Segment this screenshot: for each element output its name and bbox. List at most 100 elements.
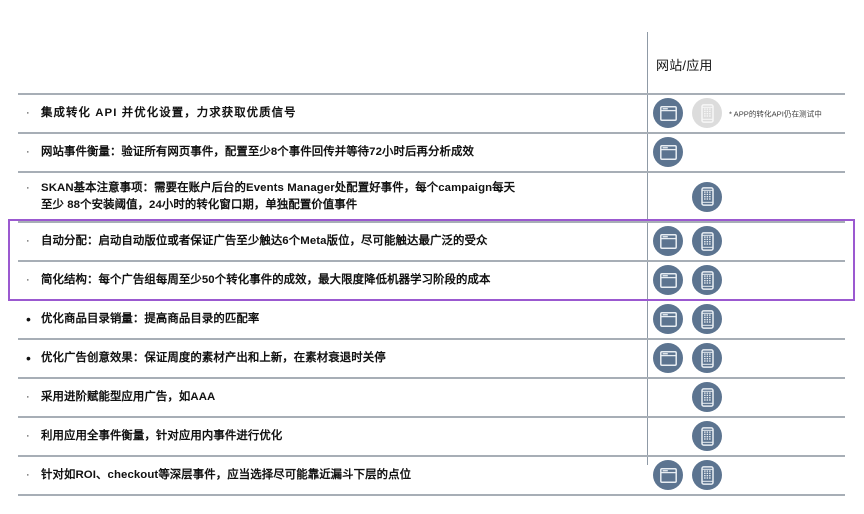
browser-window-icon	[653, 265, 683, 295]
table-row[interactable]: · SKAN基本注意事项：需要在账户后台的Events Manager处配置好事件…	[18, 171, 845, 221]
browser-window-icon	[653, 343, 683, 373]
table-row-inner: · 集成转化 API 并优化设置，力求获取优质信号 * APP的转化API仍在测试中	[18, 95, 845, 132]
app-icon-slot	[689, 134, 726, 171]
recommendation-text-cell: · 简化结构：每个广告组每周至少50个转化事件的成效，最大限度降低机器学习阶段的成…	[18, 265, 647, 296]
table-row-inner: · 网站事件衡量：验证所有网页事件，配置至少8个事件回传并等待72小时后再分析成效	[18, 134, 845, 171]
recommendation-text-line: 至少 88个安装阈值，24小时的转化窗口期，单独配置价值事件	[41, 199, 358, 211]
mobile-phone-icon-disabled	[692, 98, 722, 128]
table-row[interactable]: · 网站事件衡量：验证所有网页事件，配置至少8个事件回传并等待72小时后再分析成效	[18, 132, 845, 171]
mobile-phone-icon	[692, 421, 722, 451]
recommendation-text-cell: • 优化商品目录销量：提高商品目录的匹配率	[18, 304, 647, 335]
table-row[interactable]: · 采用进阶赋能型应用广告，如AAA	[18, 377, 845, 416]
app-icon-slot	[689, 340, 726, 377]
web-icon-slot	[650, 223, 687, 260]
bullet-marker: ·	[26, 235, 30, 247]
platform-icons-cell: * APP的转化API仍在测试中	[647, 95, 845, 132]
table-row-inner: · 简化结构：每个广告组每周至少50个转化事件的成效，最大限度降低机器学习阶段的成…	[18, 262, 845, 299]
bullet-marker: ·	[26, 274, 30, 286]
recommendation-text: 利用应用全事件衡量，针对应用内事件进行优化	[41, 428, 637, 445]
recommendation-text-cell: · 网站事件衡量：验证所有网页事件，配置至少8个事件回传并等待72小时后再分析成效	[18, 137, 647, 168]
recommendation-text: 针对如ROI、checkout等深层事件，应当选择尽可能靠近漏斗下层的点位	[41, 467, 637, 484]
recommendation-text-line: 利用应用全事件衡量，针对应用内事件进行优化	[41, 430, 283, 442]
bullet-marker: ·	[26, 146, 30, 158]
web-icon-slot	[650, 418, 687, 455]
bullet-marker: •	[26, 350, 31, 366]
browser-window-icon	[653, 137, 683, 167]
mobile-phone-icon	[692, 181, 722, 212]
table-row[interactable]: · 自动分配：启动自动版位或者保证广告至少触达6个Meta版位，尽可能触达最广泛的…	[18, 221, 845, 260]
web-icon-slot	[650, 379, 687, 416]
bullet-marker: •	[26, 311, 31, 327]
bullet-marker: ·	[26, 391, 30, 403]
platform-icons-cell	[647, 418, 845, 455]
recommendation-text: 采用进阶赋能型应用广告，如AAA	[41, 389, 637, 406]
browser-window-icon	[653, 304, 683, 334]
recommendation-text-line: 集成转化 API 并优化设置，力求获取优质信号	[41, 107, 297, 119]
mobile-phone-icon	[692, 265, 722, 295]
bullet-marker: ·	[26, 430, 30, 442]
web-icon-slot	[650, 95, 687, 132]
table-row[interactable]: • 优化广告创意效果：保证周度的素材产出和上新，在素材衰退时关停	[18, 338, 845, 377]
recommendation-text-cell: · SKAN基本注意事项：需要在账户后台的Events Manager处配置好事件…	[18, 173, 647, 221]
recommendations-table: · 集成转化 API 并优化设置，力求获取优质信号 * APP的转化API仍在测试中…	[18, 93, 845, 496]
table-row[interactable]: · 利用应用全事件衡量，针对应用内事件进行优化	[18, 416, 845, 455]
app-icon-slot	[689, 262, 726, 299]
platform-icons-cell	[647, 262, 845, 299]
table-row-inner: • 优化广告创意效果：保证周度的素材产出和上新，在素材衰退时关停	[18, 340, 845, 377]
platform-icons-cell	[647, 301, 845, 338]
table-row-inner: · 利用应用全事件衡量，针对应用内事件进行优化	[18, 418, 845, 455]
platform-icons-cell	[647, 340, 845, 377]
web-icon-slot	[650, 179, 687, 216]
table-row-inner: · 自动分配：启动自动版位或者保证广告至少触达6个Meta版位，尽可能触达最广泛的…	[18, 223, 845, 260]
table-row[interactable]: · 针对如ROI、checkout等深层事件，应当选择尽可能靠近漏斗下层的点位	[18, 455, 845, 496]
recommendation-text-line: 网站事件衡量：验证所有网页事件，配置至少8个事件回传并等待72小时后再分析成效	[41, 146, 474, 158]
recommendation-text-line: 优化商品目录销量：提高商品目录的匹配率	[41, 313, 260, 325]
app-icon-slot	[689, 418, 726, 455]
platform-icons-cell	[647, 223, 845, 260]
app-icon-slot	[689, 379, 726, 416]
recommendation-text-cell: · 利用应用全事件衡量，针对应用内事件进行优化	[18, 421, 647, 452]
browser-window-icon	[653, 460, 683, 490]
table-row[interactable]: · 集成转化 API 并优化设置，力求获取优质信号 * APP的转化API仍在测试中	[18, 93, 845, 132]
table-row[interactable]: · 简化结构：每个广告组每周至少50个转化事件的成效，最大限度降低机器学习阶段的成…	[18, 260, 845, 299]
table-row-inner: · 采用进阶赋能型应用广告，如AAA	[18, 379, 845, 416]
platform-icons-cell	[647, 379, 845, 416]
recommendation-text-line: 自动分配：启动自动版位或者保证广告至少触达6个Meta版位，尽可能触达最广泛的受…	[41, 235, 488, 247]
app-icon-slot	[689, 301, 726, 338]
web-icon-slot	[650, 301, 687, 338]
recommendation-text-cell: · 自动分配：启动自动版位或者保证广告至少触达6个Meta版位，尽可能触达最广泛的…	[18, 226, 647, 257]
table-row-inner: • 优化商品目录销量：提高商品目录的匹配率	[18, 301, 845, 338]
mobile-phone-icon	[692, 460, 722, 490]
recommendation-text-line: 针对如ROI、checkout等深层事件，应当选择尽可能靠近漏斗下层的点位	[41, 469, 412, 481]
app-icon-slot	[689, 457, 726, 494]
recommendation-text-cell: · 针对如ROI、checkout等深层事件，应当选择尽可能靠近漏斗下层的点位	[18, 460, 647, 491]
mobile-phone-icon	[692, 343, 722, 373]
bullet-marker: ·	[26, 107, 30, 119]
app-icon-slot	[689, 95, 726, 132]
recommendation-text: 简化结构：每个广告组每周至少50个转化事件的成效，最大限度降低机器学习阶段的成本	[41, 272, 637, 289]
browser-window-icon	[653, 98, 683, 128]
bullet-marker: ·	[26, 469, 30, 481]
app-icon-slot	[689, 179, 726, 216]
mobile-phone-icon	[692, 382, 722, 412]
mobile-phone-icon	[692, 226, 722, 256]
column-header-website-app: 网站/应用	[656, 58, 713, 73]
recommendation-text-line: 简化结构：每个广告组每周至少50个转化事件的成效，最大限度降低机器学习阶段的成本	[41, 274, 491, 286]
bullet-marker: ·	[26, 182, 30, 194]
recommendation-text-cell: · 集成转化 API 并优化设置，力求获取优质信号	[18, 98, 647, 129]
recommendation-text-cell: • 优化广告创意效果：保证周度的素材产出和上新，在素材衰退时关停	[18, 343, 647, 374]
web-icon-slot	[650, 262, 687, 299]
web-icon-slot	[650, 457, 687, 494]
table-row-inner: · 针对如ROI、checkout等深层事件，应当选择尽可能靠近漏斗下层的点位	[18, 457, 845, 494]
browser-window-icon	[653, 226, 683, 256]
footnote-text: * APP的转化API仍在测试中	[729, 109, 822, 118]
mobile-phone-icon	[692, 304, 722, 334]
app-icon-slot	[689, 223, 726, 260]
recommendation-text: 优化广告创意效果：保证周度的素材产出和上新，在素材衰退时关停	[41, 350, 637, 367]
platform-icons-cell	[647, 457, 845, 494]
recommendation-text: 网站事件衡量：验证所有网页事件，配置至少8个事件回传并等待72小时后再分析成效	[41, 144, 637, 161]
recommendation-text: 优化商品目录销量：提高商品目录的匹配率	[41, 311, 637, 328]
table-row[interactable]: • 优化商品目录销量：提高商品目录的匹配率	[18, 299, 845, 338]
recommendation-text-line: SKAN基本注意事项：需要在账户后台的Events Manager处配置好事件，…	[41, 182, 516, 194]
